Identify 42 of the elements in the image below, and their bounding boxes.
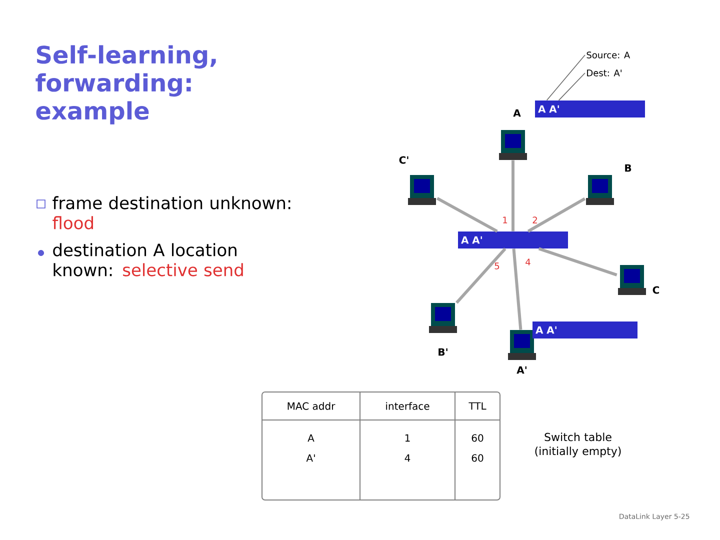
frame-field-label: Dest: A' — [587, 70, 622, 76]
table-cell: 60 — [472, 454, 484, 462]
table-cell: 4 — [404, 454, 410, 462]
computer-drawing — [429, 303, 457, 333]
table-cell: 60 — [472, 434, 484, 442]
host-label: B — [625, 164, 632, 172]
computer-drawing — [408, 175, 436, 205]
table-caption: Switch table (initially empty) — [535, 432, 621, 458]
link-line — [538, 247, 618, 276]
link-line — [512, 160, 514, 232]
link-line — [456, 248, 506, 304]
title: Self-learning, forwarding: example — [36, 45, 216, 124]
computer-drawing — [499, 130, 527, 160]
host-label: B' — [438, 348, 448, 356]
link-line — [512, 248, 522, 330]
table-cell: A' — [306, 454, 315, 462]
table-cell: MAC addr — [288, 402, 336, 410]
link-line — [436, 197, 498, 233]
interface-number: 4 — [526, 258, 530, 266]
table-cell: interface — [386, 402, 430, 410]
host-label: C — [652, 286, 660, 294]
table-cell: A — [308, 434, 314, 442]
bullet-text: destination A location known: selective send — [53, 243, 243, 276]
bullet-text: frame destination unknown: flood — [52, 196, 290, 230]
leader-line — [546, 54, 586, 101]
interface-number: 5 — [494, 262, 500, 270]
frame-bar: A A' — [458, 232, 568, 248]
computer-drawing — [618, 265, 646, 295]
frame-bar: A A' — [532, 322, 638, 338]
link-line — [527, 197, 586, 233]
frame-bar: A A' — [535, 100, 645, 118]
host-label: A' — [516, 366, 526, 374]
table-cell: TTL — [468, 402, 486, 410]
interface-number: 1 — [503, 216, 508, 224]
interface-number: 2 — [532, 216, 537, 224]
host-label: A — [513, 109, 521, 117]
leader-line — [558, 72, 586, 101]
frame-field-label: Source: A — [586, 52, 630, 58]
table-cell: 1 — [405, 434, 410, 442]
computer-drawing — [508, 330, 536, 360]
host-label: C' — [399, 156, 408, 164]
computer-drawing — [586, 175, 614, 205]
